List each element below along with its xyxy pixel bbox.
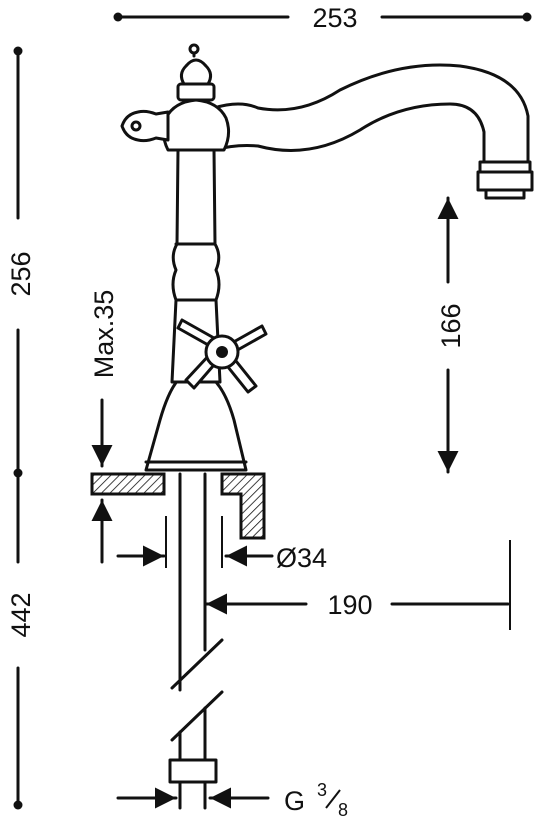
dimension-spout-clearance: 166	[436, 196, 466, 474]
dimension-left-vertical: 256 442	[6, 46, 36, 810]
dimension-spout-reach: 253	[113, 3, 532, 33]
aerator	[476, 170, 534, 192]
dimension-connection-thread: G 3 8	[116, 780, 348, 820]
thread-numerator: 3	[317, 780, 327, 800]
hose-190-label: 190	[327, 590, 372, 620]
faucet	[120, 43, 534, 472]
max-deck-label: Max.35	[89, 290, 119, 379]
finial-tip	[188, 43, 200, 55]
countertop	[90, 472, 266, 540]
dimension-hole-diameter: Ø34	[116, 516, 327, 573]
faucet-base	[144, 378, 248, 472]
faucet-head	[161, 98, 231, 152]
hole-diameter-label: Ø34	[276, 543, 327, 573]
cross-handle[interactable]	[176, 318, 268, 394]
spout	[212, 63, 530, 164]
thread-denominator: 8	[338, 800, 348, 820]
side-knob-cap	[130, 120, 142, 132]
side-knob	[120, 109, 170, 143]
finial	[179, 58, 213, 86]
dimension-hose-190: 190	[204, 540, 511, 630]
hose-length-442-label: 442	[6, 592, 36, 637]
total-height-label: 256	[6, 251, 36, 296]
head-collar	[176, 82, 216, 102]
spout-clearance-label: 166	[436, 303, 466, 348]
hose-connector	[168, 758, 218, 784]
supply-hoses	[168, 472, 224, 810]
spout-reach-label: 253	[312, 3, 357, 33]
thread-g-label: G	[284, 786, 305, 816]
dimension-max-deck: Max.35	[89, 290, 119, 564]
aerator-tip	[484, 188, 526, 200]
